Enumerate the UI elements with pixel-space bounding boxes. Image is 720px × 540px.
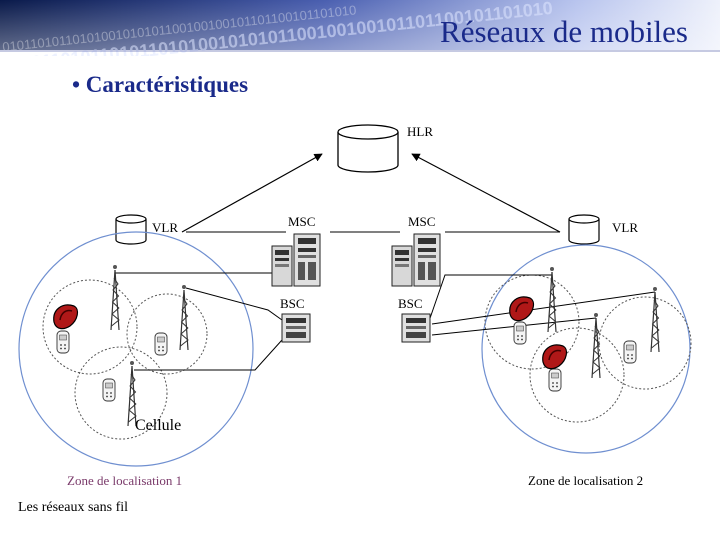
cell-left-1 <box>42 279 138 375</box>
link-bsc-left-tower-2 <box>185 287 283 321</box>
vlr-right-database-icon <box>568 214 600 245</box>
header-banner: 1010110101101011010100101010110010010010… <box>0 0 720 56</box>
cell-left-3 <box>74 346 168 440</box>
zone-circle-right <box>481 244 691 454</box>
msc-left-server-icon <box>271 233 321 287</box>
antenna-tower-icon <box>179 284 189 351</box>
mobile-phone-icon <box>548 368 562 392</box>
bsc-left-icon <box>281 313 311 343</box>
vlr-right-label: VLR <box>612 220 638 235</box>
slide-title: Réseaux de mobiles <box>440 14 688 49</box>
zone-circle-left <box>18 231 254 467</box>
active-mobile-icon <box>52 304 79 330</box>
active-mobile-icon <box>508 296 535 322</box>
vlr-left-database-icon <box>115 214 147 245</box>
arrow-vlr-right-to-hlr <box>411 153 561 233</box>
cell-label: Cellule <box>135 417 181 434</box>
antenna-tower-icon <box>110 264 120 331</box>
mobile-phone-icon <box>56 330 70 354</box>
cell-left-2 <box>126 293 208 375</box>
bullet-heading: • Caractéristiques <box>72 72 249 97</box>
vlr-left-label: VLR <box>152 220 178 235</box>
bsc-right-icon <box>401 313 431 343</box>
hlr-label: HLR <box>407 124 433 139</box>
zone-left-label: Zone de localisation 1 <box>67 473 182 488</box>
link-bsc-right-tower-1 <box>427 274 552 325</box>
link-bsc-right-tower-2 <box>431 291 656 325</box>
zone-right-label: Zone de localisation 2 <box>528 473 643 488</box>
mobile-phone-icon <box>623 340 637 364</box>
active-mobile-icon <box>541 344 568 370</box>
msc-right-label: MSC <box>408 214 435 229</box>
hlr-database-icon <box>337 124 399 173</box>
cell-right-3 <box>529 327 625 423</box>
mobile-phone-icon <box>513 321 527 345</box>
cell-right-2 <box>598 296 692 390</box>
mobile-phone-icon <box>102 378 116 402</box>
arrow-vlr-left-to-hlr <box>181 153 323 233</box>
slide-footer: Les réseaux sans fil <box>18 500 129 515</box>
bsc-right-label: BSC <box>398 296 423 311</box>
bsc-left-label: BSC <box>280 296 305 311</box>
antenna-tower-icon <box>650 286 660 353</box>
msc-left-label: MSC <box>288 214 315 229</box>
link-bsc-left-tower-3 <box>134 339 283 371</box>
mobile-phone-icon <box>154 332 168 356</box>
msc-right-server-icon <box>391 233 441 287</box>
link-bsc-left-tower-1 <box>115 272 281 284</box>
